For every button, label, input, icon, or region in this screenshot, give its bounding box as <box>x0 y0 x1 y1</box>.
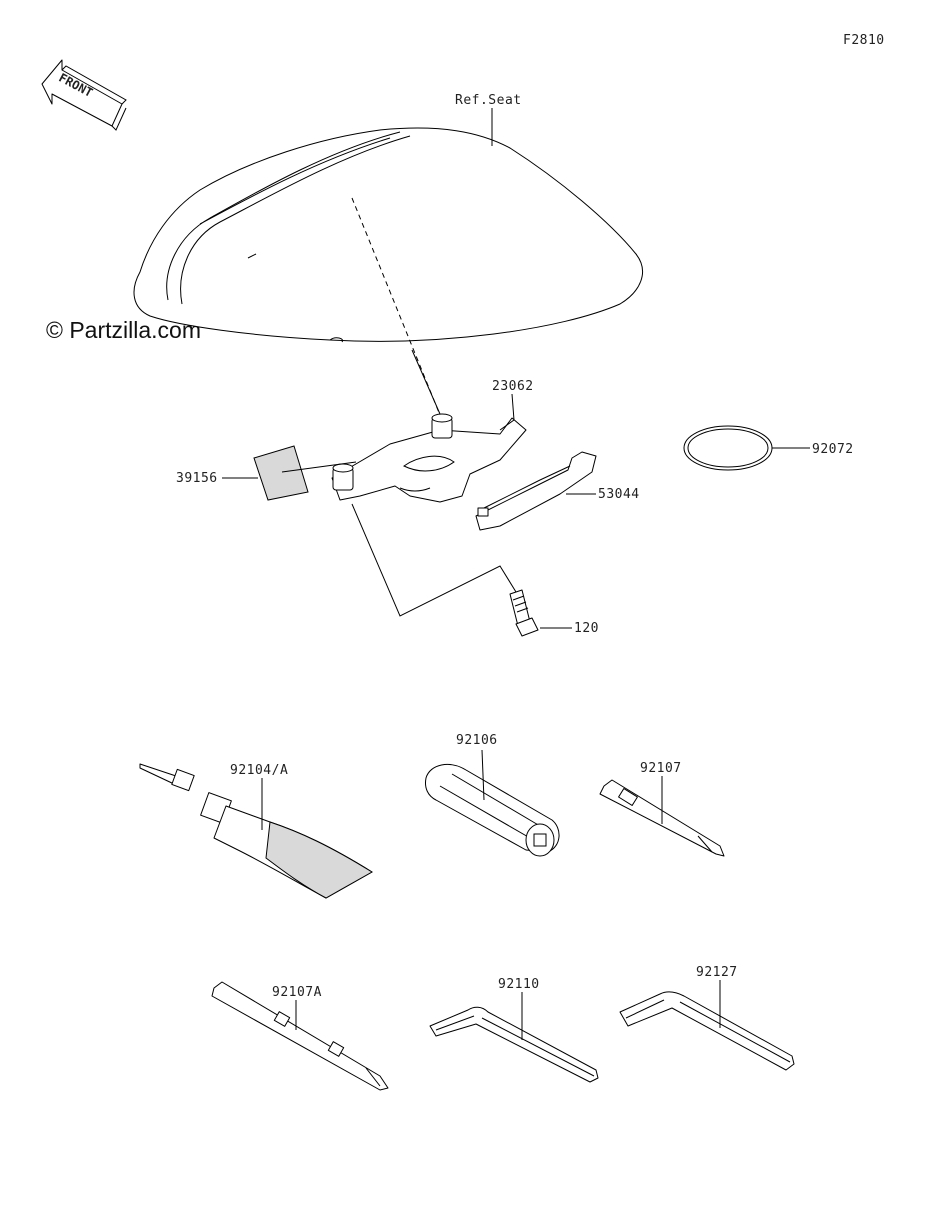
part-23062-label: 23062 <box>492 379 534 394</box>
part-120-label: 120 <box>574 621 599 636</box>
part-92072-label: 92072 <box>812 442 854 457</box>
part-92104A-label: 92104/A <box>230 763 288 778</box>
hex-wrench-92110 <box>429 1006 599 1083</box>
part-23062-leader <box>499 393 515 431</box>
part-92106-label: 92106 <box>456 733 498 748</box>
band-92072-inner <box>687 428 769 468</box>
seat-mount-dashline <box>351 197 443 421</box>
figure-code: F2810 <box>843 33 885 48</box>
ref-seat-label: Ref.Seat <box>455 93 522 108</box>
strap-53044 <box>475 451 597 531</box>
part-92106-leader <box>481 749 485 801</box>
hex-wrench-92127 <box>619 991 795 1071</box>
handle-92106 <box>425 763 560 857</box>
part-92110-label: 92110 <box>498 977 540 992</box>
driver-92107A <box>211 981 389 1091</box>
part-92127-label: 92127 <box>696 965 738 980</box>
part-92107-label: 92107 <box>640 761 682 776</box>
bolt-120 <box>509 589 539 637</box>
front-arrow-icon: FRONT <box>41 59 127 131</box>
bolt-120-pointer <box>351 503 517 617</box>
part-92107A-label: 92107A <box>272 985 322 1000</box>
sticker-39156 <box>253 445 309 501</box>
bracket-23062 <box>331 349 527 503</box>
part-53044-label: 53044 <box>598 487 640 502</box>
part-39156-label: 39156 <box>176 471 218 486</box>
sticker-pointer <box>281 461 357 473</box>
seat-outline <box>133 127 644 343</box>
tube-92104A <box>139 763 373 899</box>
